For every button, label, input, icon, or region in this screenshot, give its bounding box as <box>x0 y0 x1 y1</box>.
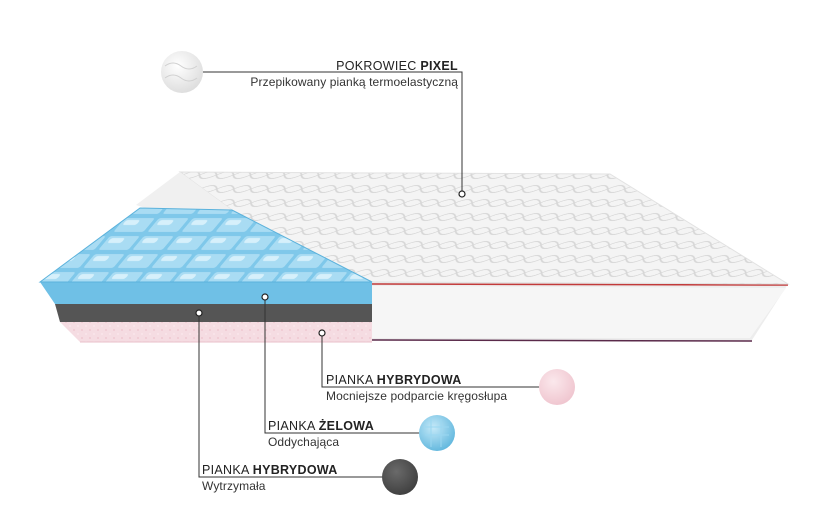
hybrid-top-label: PIANKA HYBRYDOWA Mocniejsze podparcie kr… <box>326 372 507 404</box>
hybrid-top-subtitle: Mocniejsze podparcie kręgosłupa <box>326 388 507 404</box>
cover-label: POKROWIEC PIXEL Przepikowany pianką term… <box>250 58 458 90</box>
hybrid-base-subtitle: Wytrzymała <box>202 478 338 494</box>
callout-hybrid-top-dot <box>319 330 325 336</box>
hybrid-top-swatch <box>539 369 575 405</box>
hybrid-base-label: PIANKA HYBRYDOWA Wytrzymała <box>202 462 338 494</box>
cover-subtitle: Przepikowany pianką termoelastyczną <box>250 74 458 90</box>
hybrid-base-title: PIANKA HYBRYDOWA <box>202 462 338 478</box>
gel-swatch <box>419 415 455 451</box>
cover-swatch <box>161 51 203 93</box>
hybrid-top-title: PIANKA HYBRYDOWA <box>326 372 507 388</box>
callout-gel-dot <box>262 294 268 300</box>
gel-title: PIANKA ŻELOWA <box>268 418 374 434</box>
cover-title: POKROWIEC PIXEL <box>250 58 458 74</box>
callout-hybrid-base-dot <box>196 310 202 316</box>
hybrid-base-swatch <box>382 459 418 495</box>
callout-cover-dot <box>459 191 465 197</box>
gel-label: PIANKA ŻELOWA Oddychająca <box>268 418 374 450</box>
gel-subtitle: Oddychająca <box>268 434 374 450</box>
